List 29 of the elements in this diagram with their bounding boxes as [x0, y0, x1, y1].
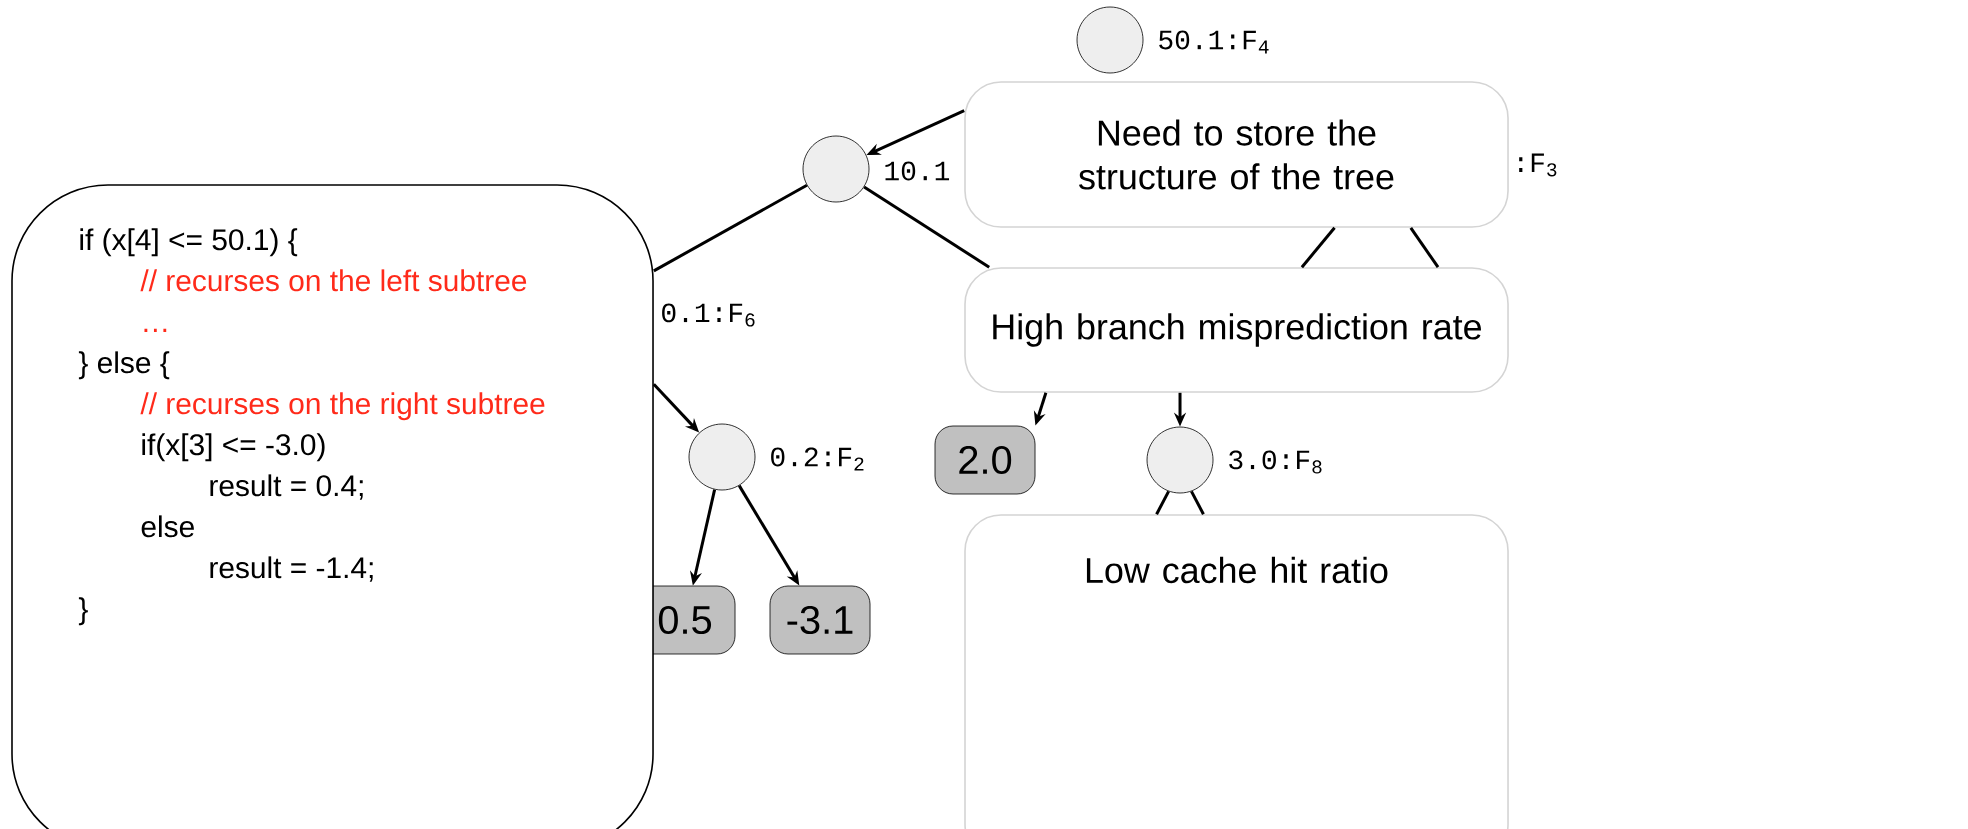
callout-text: High branch misprediction rate	[993, 313, 1481, 347]
split-label: :F$_{3}$	[1519, 153, 1557, 177]
leaf-box: -3.1	[769, 585, 871, 655]
code-comment: // recurses on the left subtree	[140, 269, 527, 292]
callout-box	[964, 81, 1509, 228]
split-label: 3.0:F$_{8}$	[1229, 450, 1322, 474]
callout-box	[964, 267, 1509, 393]
code-line: }	[78, 597, 88, 626]
split-label: 0.2:F$_{2}$	[771, 447, 864, 471]
callout-text: Low cache hit ratio	[1086, 556, 1388, 584]
code-line: } else {	[78, 351, 170, 380]
code-line: result = 0.4;	[210, 474, 363, 500]
tree-node-circle	[1076, 6, 1144, 74]
code-line: if(x[3] <= -3.0)	[142, 433, 325, 462]
leaf-box: 2.0	[934, 425, 1036, 495]
code-line: result = -1.4;	[210, 556, 373, 582]
tree-node-circle	[802, 135, 870, 203]
code-comment: // recurses on the right subtree	[140, 392, 545, 421]
tree-node-circle	[688, 423, 756, 491]
code-comment: …	[144, 328, 167, 332]
callout-box	[964, 514, 1509, 829]
code-box	[11, 184, 654, 829]
code-line: else	[141, 515, 194, 538]
split-label: 0.1:F$_{6}$	[662, 303, 755, 327]
split-label: 50.1:F$_{4}$	[1159, 30, 1269, 54]
tree-node-circle	[1146, 426, 1214, 494]
callout-text: Need to store the structure of the tree	[1079, 119, 1394, 190]
code-line: if (x[4] <= 50.1) {	[80, 228, 298, 257]
split-label: 10.1	[885, 161, 950, 181]
